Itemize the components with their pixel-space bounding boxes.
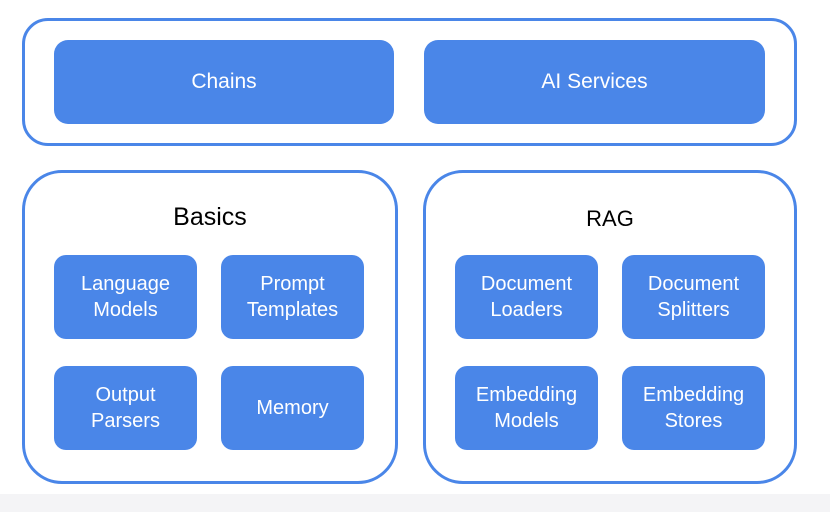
document-loaders-box[interactable]: Document Loaders: [455, 255, 598, 339]
ai-services-box[interactable]: AI Services: [424, 40, 765, 124]
basics-title: Basics: [173, 203, 247, 231]
language-models-box[interactable]: Language Models: [54, 255, 197, 339]
bottom-band: [0, 494, 830, 512]
output-parsers-box[interactable]: Output Parsers: [54, 366, 197, 450]
document-splitters-box[interactable]: Document Splitters: [622, 255, 765, 339]
rag-title: RAG: [586, 206, 634, 231]
memory-box[interactable]: Memory: [221, 366, 364, 450]
embedding-models-box[interactable]: Embedding Models: [455, 366, 598, 450]
embedding-stores-box[interactable]: Embedding Stores: [622, 366, 765, 450]
chains-box[interactable]: Chains: [54, 40, 394, 124]
prompt-templates-box[interactable]: Prompt Templates: [221, 255, 364, 339]
